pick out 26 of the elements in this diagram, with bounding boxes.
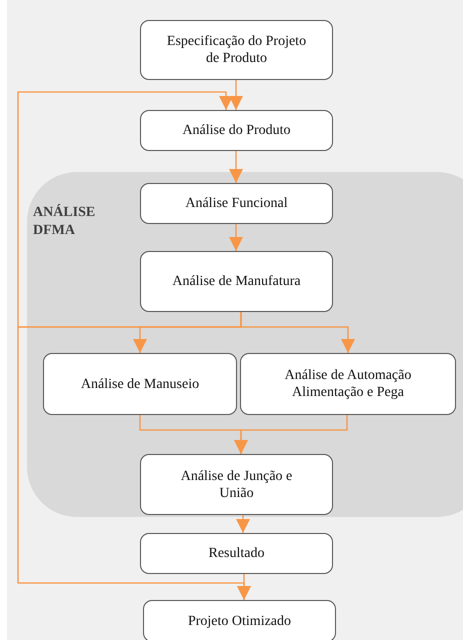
arrow [229,151,243,183]
arrow [236,515,250,533]
process-box [140,20,333,80]
arrow [229,224,243,251]
box-label: Resultado [208,545,264,562]
box-label: Análise de Manufatura [172,273,301,290]
process-box [143,600,336,640]
box-label: Análise de Automação Alimentação e Pega [284,367,412,401]
process-box [140,533,333,574]
arrow [229,80,243,110]
group-title: ANÁLISE DFMA [33,204,96,240]
process-box [140,183,333,224]
box-label: Análise Funcional [185,195,288,212]
box-label: Projeto Otimizado [188,612,292,630]
box-label: Análise do Produto [182,122,291,139]
box-label: Especificação do Projeto de Produto [166,33,308,67]
process-box [140,251,333,312]
process-box [43,353,237,415]
process-box [240,353,456,415]
box-label: Análise de Junção e União [180,468,294,502]
process-box [140,110,333,151]
dfma-group-panel [27,172,463,517]
process-box [140,454,333,515]
arrow [234,415,348,454]
arrow [17,312,251,600]
box-label: Análise de Manuseio [80,376,200,392]
